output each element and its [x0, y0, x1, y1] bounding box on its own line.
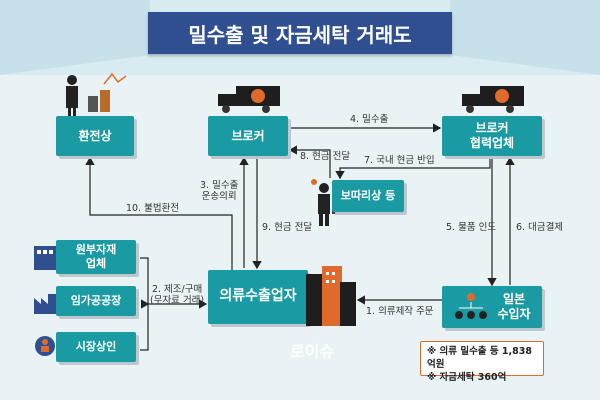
edge-7-line [335, 158, 491, 180]
node-broker: 브로커 [208, 116, 288, 156]
node-importer-label-2: 수입자 [497, 307, 531, 321]
node-raw-material: 원부자재 업체 [56, 240, 136, 274]
edge-10-line [85, 156, 233, 270]
node-market-label: 시장상인 [75, 340, 117, 354]
edge-8-line [288, 145, 331, 178]
summary-note-line-1: ※ 의류 밀수출 등 1,838억원 [427, 346, 532, 370]
edge-4-label: 4. 밀수출 [350, 114, 389, 125]
truck-icon [218, 86, 280, 113]
edge-5-label: 5. 물품 인도 [446, 222, 497, 233]
person-money-icon [66, 72, 127, 116]
node-broker-partner-label-2: 협력업체 [469, 136, 515, 150]
building-icon [34, 246, 56, 270]
node-market: 시장상인 [56, 332, 136, 362]
page-title: 밀수출 및 자금세탁 거래도 [148, 12, 452, 54]
node-importer: 일본 수입자 [442, 286, 542, 328]
node-exporter-label: 의류수출업자 [219, 288, 297, 305]
people-icon [35, 336, 55, 356]
edge-1-label: 1. 의류제작 주문 [366, 306, 434, 317]
node-porter: 보따리상 등 [332, 180, 404, 212]
summary-note-line-2: ※ 자금세탁 360억 [427, 371, 507, 383]
summary-note: ※ 의류 밀수출 등 1,838억원 ※ 자금세탁 360억 [420, 341, 544, 383]
edge-3-label-2: 운송의뢰 [201, 191, 237, 203]
edge-6-label: 6. 대금결제 [516, 222, 564, 233]
truck-icon [462, 86, 524, 113]
node-exchanger-label: 환전상 [78, 128, 112, 143]
node-broker-label: 브로커 [231, 128, 265, 143]
edge-9-label: 9. 현금 전달 [262, 222, 313, 233]
edge-10-label: 10. 불법환전 [126, 203, 180, 214]
node-broker-partner-label-1: 브로커 [475, 121, 509, 135]
node-factory-label: 임가공공장 [70, 294, 122, 308]
node-raw-material-label-1: 원부자재 [75, 243, 117, 257]
node-porter-label: 보따리상 등 [340, 189, 396, 203]
edge-8-label: 8. 현금 전달 [300, 151, 351, 162]
node-raw-material-label-2: 업체 [85, 257, 107, 270]
edge-2-label-2: (무자료 거래) [150, 295, 205, 307]
edge-2-bracket [140, 257, 149, 351]
org-chart-icon [455, 293, 488, 319]
edge-2-label: 2. 제조/구매 (무자료 거래) [150, 284, 204, 307]
edge-7-label: 7. 국내 현금 반입 [364, 155, 435, 166]
node-broker-partner: 브로커 협력업체 [442, 116, 542, 156]
watermark: 로이슈 [290, 342, 335, 361]
edge-3-label-1: 3. 밀수출 [200, 180, 239, 191]
building-icon [306, 266, 356, 326]
node-exporter: 의류수출업자 [208, 270, 308, 324]
node-factory: 임가공공장 [56, 286, 136, 316]
edge-3-label: 3. 밀수출 운송의뢰 [200, 180, 238, 203]
factory-icon [34, 294, 56, 314]
node-exchanger: 환전상 [56, 116, 134, 156]
edge-2-label-1: 2. 제조/구매 [151, 284, 203, 295]
node-importer-label-1: 일본 [502, 292, 526, 306]
